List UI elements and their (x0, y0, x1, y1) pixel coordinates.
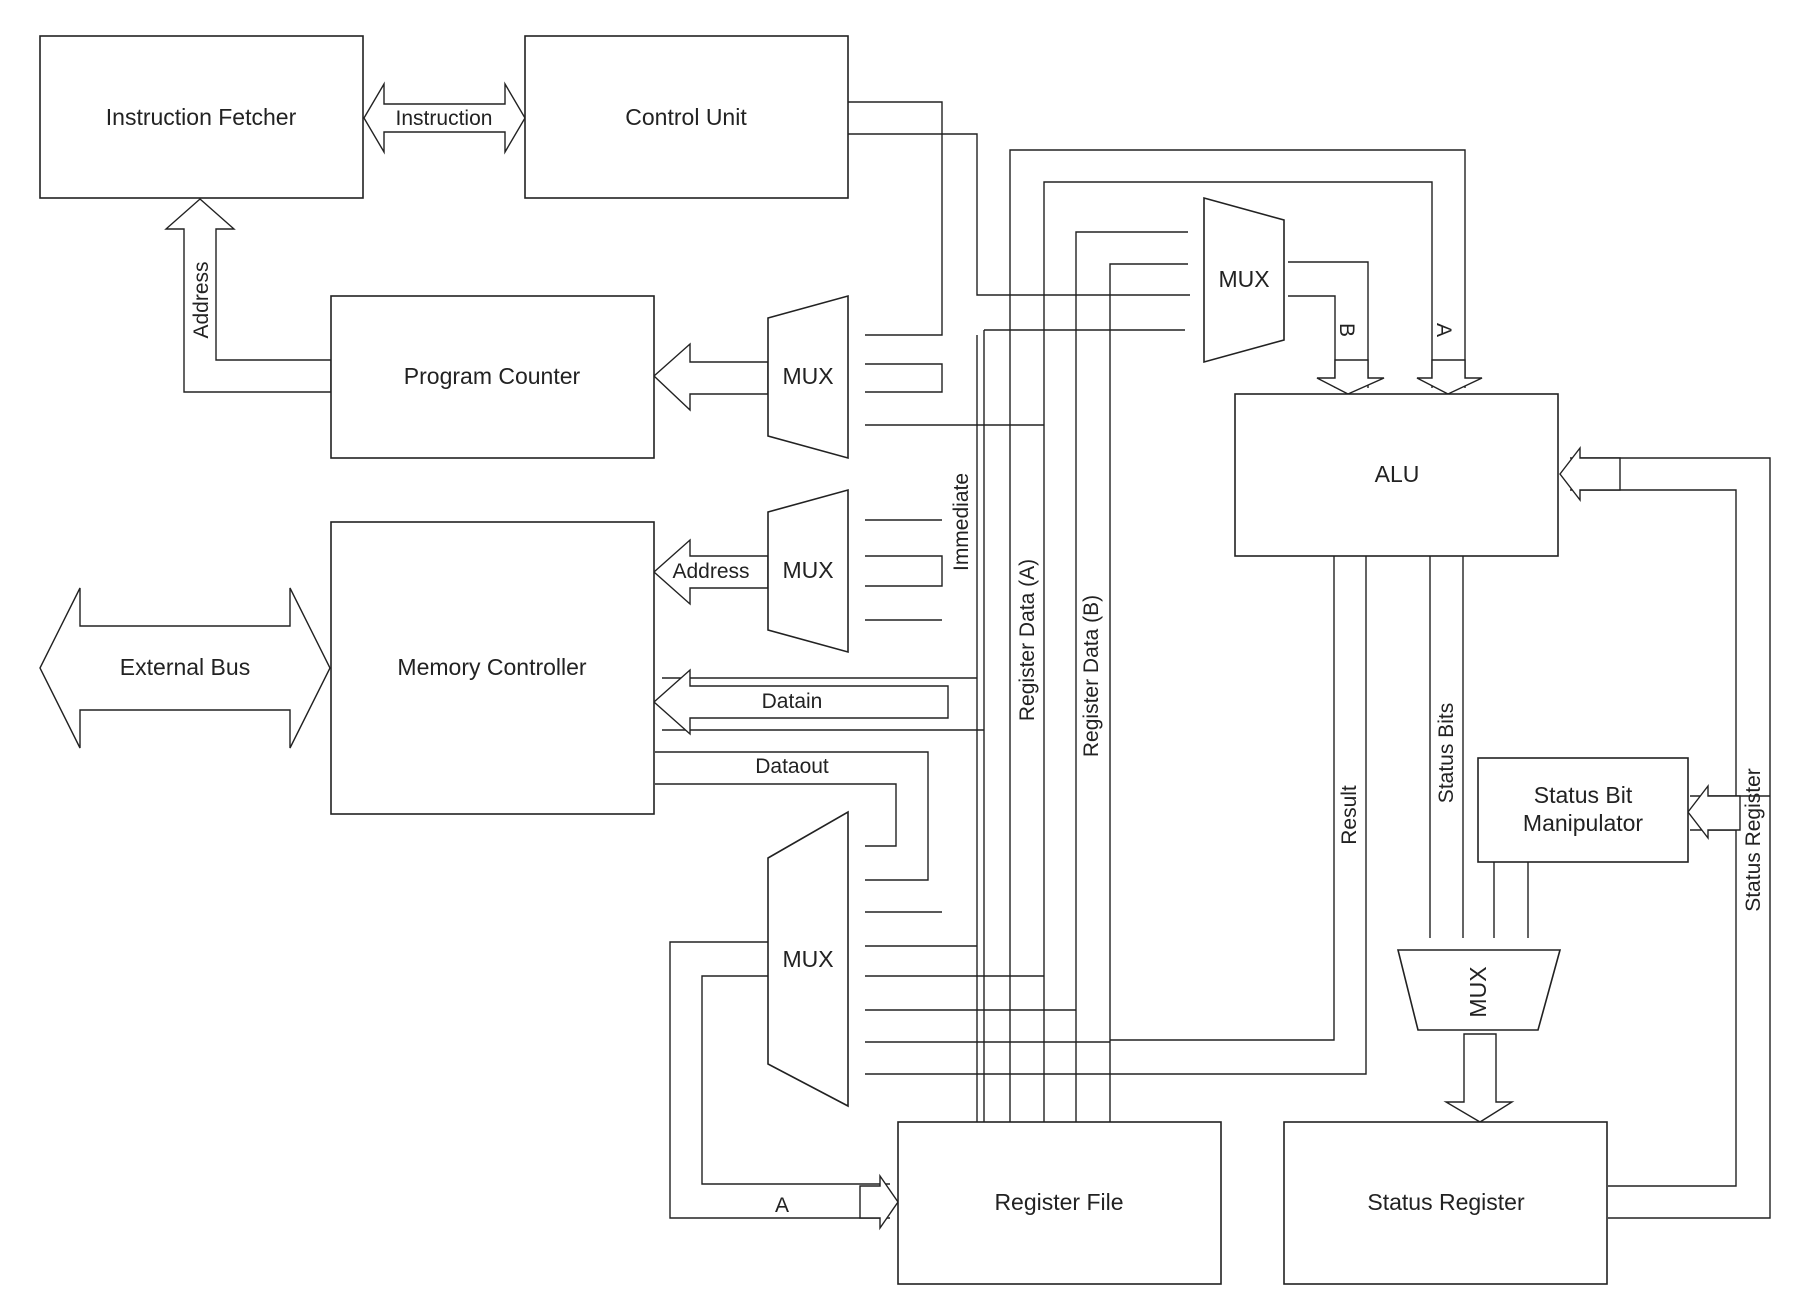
status-register-label: Status Register (1367, 1189, 1525, 1215)
alu-block (1234, 393, 1559, 557)
instruction-fetcher-block (39, 35, 364, 199)
datain-bus (652, 668, 949, 736)
address-mux-label: MUX (782, 557, 833, 583)
instruction-fetcher-label: Instruction Fetcher (106, 104, 297, 130)
status-bit-manipulator-label-line2: Manipulator (1523, 810, 1644, 836)
register-file-input-a-label: A (775, 1194, 789, 1217)
program-counter-label: Program Counter (404, 363, 581, 389)
register-file-input-arrow (859, 1173, 899, 1231)
writeback-mux (767, 810, 849, 1108)
wires (655, 101, 1771, 1219)
status-register-bus-label: Status Register (1742, 768, 1765, 912)
alu-label: ALU (1375, 461, 1420, 487)
control-unit-label: Control Unit (625, 104, 747, 130)
memory-controller-block (330, 521, 655, 815)
register-file-label: Register File (994, 1189, 1123, 1215)
status-bits-label: Status Bits (1435, 703, 1458, 803)
pc-mux (767, 294, 849, 460)
bus-arrows (39, 81, 1741, 1231)
pc-input-bus (652, 342, 769, 412)
external-bus-label: External Bus (120, 654, 250, 680)
address-mux (767, 488, 849, 654)
status-bit-manipulator-input-arrow (1687, 783, 1741, 841)
status-bit-manipulator-label-line1: Status Bit (1534, 782, 1633, 808)
control-unit-block (524, 35, 849, 199)
register-file-block (897, 1121, 1222, 1285)
status-bit-manipulator-block (1477, 757, 1689, 863)
status-mux-label: MUX (1465, 966, 1491, 1017)
alu-input-a-label: A (1432, 323, 1455, 337)
dataout-label: Dataout (755, 755, 829, 778)
writeback-mux-label: MUX (782, 946, 833, 972)
pc-mux-label: MUX (782, 363, 833, 389)
memory-controller-label: Memory Controller (397, 654, 586, 680)
alu-input-a-arrow (1416, 359, 1483, 395)
immediate-label: Immediate (950, 473, 973, 571)
alu-b-mux-label: MUX (1218, 266, 1269, 292)
alu-feedback-arrow (1559, 445, 1621, 503)
alu-input-b-label: B (1335, 323, 1358, 337)
datain-label: Datain (762, 690, 823, 713)
memory-address-label: Address (672, 560, 749, 583)
alu-b-mux (1203, 196, 1285, 364)
instruction-signal-label: Instruction (396, 107, 493, 130)
status-register-input-arrow (1443, 1033, 1515, 1123)
status-register-block (1283, 1121, 1608, 1285)
register-data-b-label: Register Data (B) (1080, 595, 1103, 757)
external-bus-arrow (39, 587, 331, 749)
register-data-a-label: Register Data (A) (1016, 559, 1039, 721)
fetch-address-label: Address (190, 261, 213, 338)
alu-input-b-arrow (1316, 359, 1385, 395)
result-label: Result (1338, 785, 1361, 845)
status-mux (1396, 949, 1562, 1031)
program-counter-block (330, 295, 655, 459)
